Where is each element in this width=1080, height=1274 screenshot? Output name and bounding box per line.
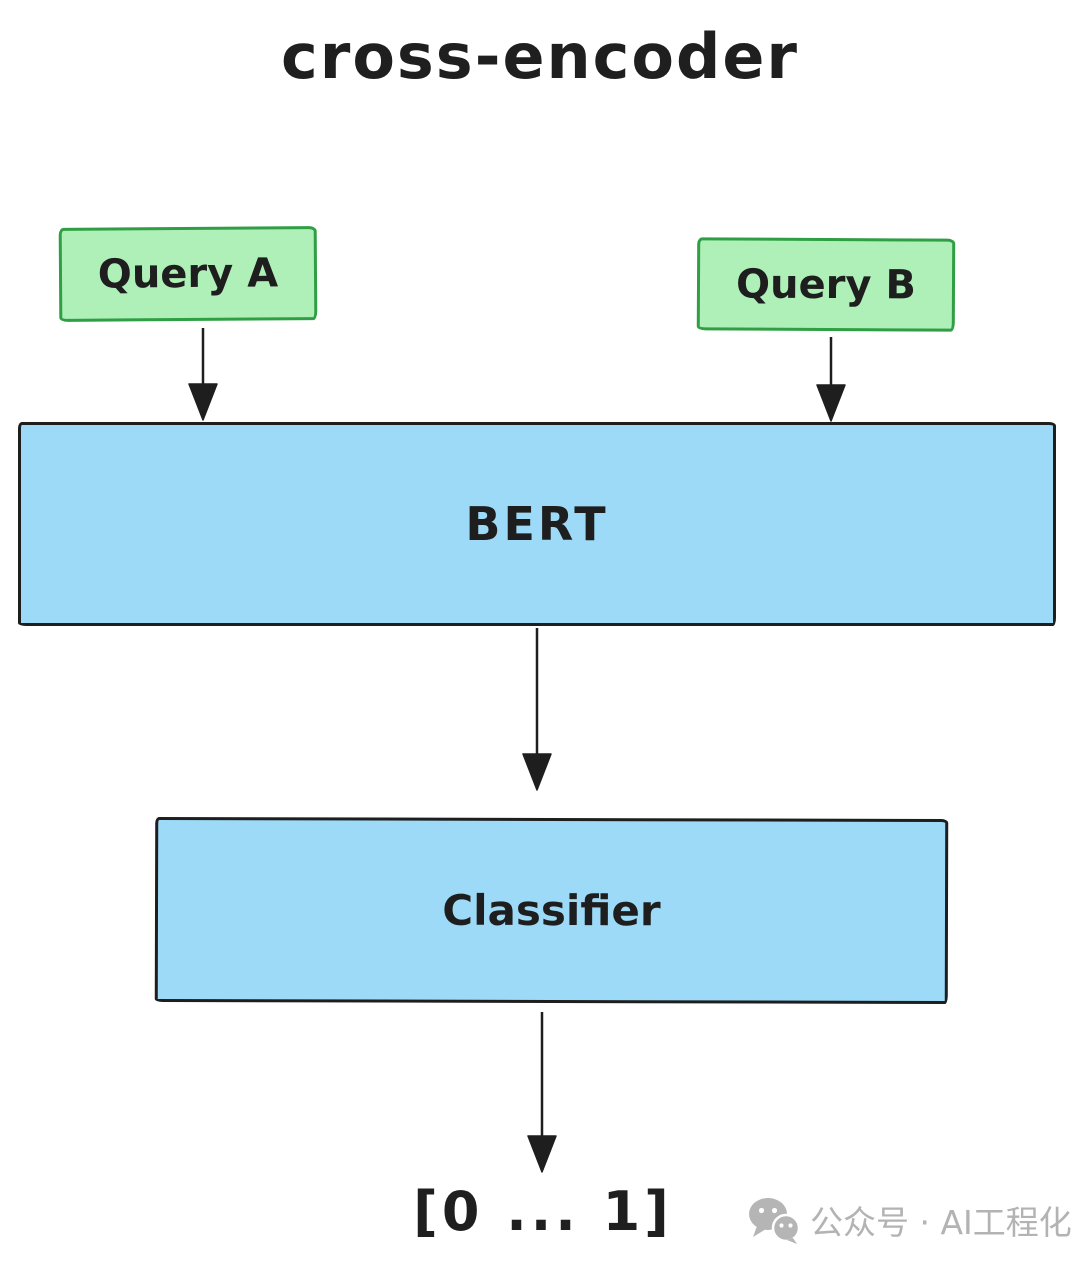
arrow-classifier-to-output-icon (527, 1012, 557, 1173)
node-classifier-label: Classifier (442, 885, 661, 936)
wechat-icon (749, 1197, 800, 1244)
node-bert: BERT (18, 422, 1056, 626)
node-bert-label: BERT (465, 497, 609, 551)
node-classifier: Classifier (154, 816, 949, 1005)
node-query-a-label: Query A (97, 250, 279, 298)
node-query-a: Query A (58, 226, 318, 322)
node-query-b: Query B (696, 237, 956, 332)
node-query-b-label: Query B (735, 261, 917, 308)
output-range-label: [0 ... 1] (413, 1180, 673, 1243)
watermark: 公众号 · AI工程化 (748, 1196, 1072, 1244)
diagram-title: cross-encoder (280, 20, 799, 93)
watermark-text: 公众号 · AI工程化 (810, 1203, 1072, 1242)
arrow-query-b-to-bert-icon (816, 337, 846, 422)
arrow-query-a-to-bert-icon (188, 328, 218, 421)
arrow-bert-to-classifier-icon (522, 628, 552, 791)
